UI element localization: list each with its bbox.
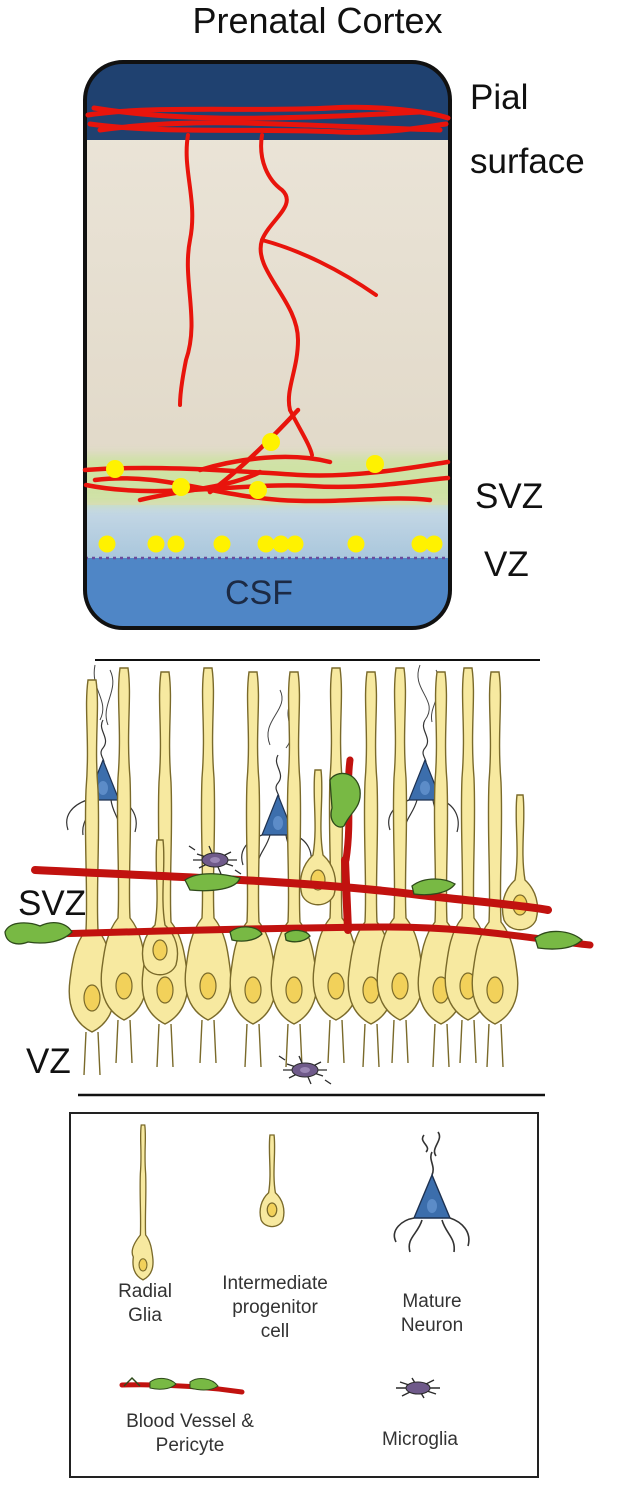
legend-vessel-line2: Pericyte: [100, 1434, 280, 1458]
cell-layer-illustration: [0, 0, 635, 1110]
legend-neuron-line1: Mature: [372, 1290, 492, 1314]
legend-neuron-line2: Neuron: [372, 1314, 492, 1338]
legend-radial-glia-line2: Glia: [95, 1304, 195, 1328]
legend-vessel-label: Blood Vessel & Pericyte: [100, 1410, 280, 1458]
legend-radial-glia-line1: Radial: [95, 1280, 195, 1304]
legend-vessel-line1: Blood Vessel &: [100, 1410, 280, 1434]
legend-neuron-label: Mature Neuron: [372, 1290, 492, 1338]
vz-label-middle: VZ: [26, 1042, 71, 1082]
legend-ipc-label: Intermediate progenitor cell: [200, 1272, 350, 1344]
neuron-dendrites: [94, 665, 440, 748]
svz-label-middle: SVZ: [18, 884, 86, 924]
legend-ipc-line3: cell: [200, 1320, 350, 1344]
legend-ipc-line1: Intermediate: [200, 1272, 350, 1296]
legend-microglia-label: Microglia: [355, 1428, 485, 1452]
legend-ipc-line2: progenitor: [200, 1296, 350, 1320]
legend-radial-glia-label: Radial Glia: [95, 1280, 195, 1328]
